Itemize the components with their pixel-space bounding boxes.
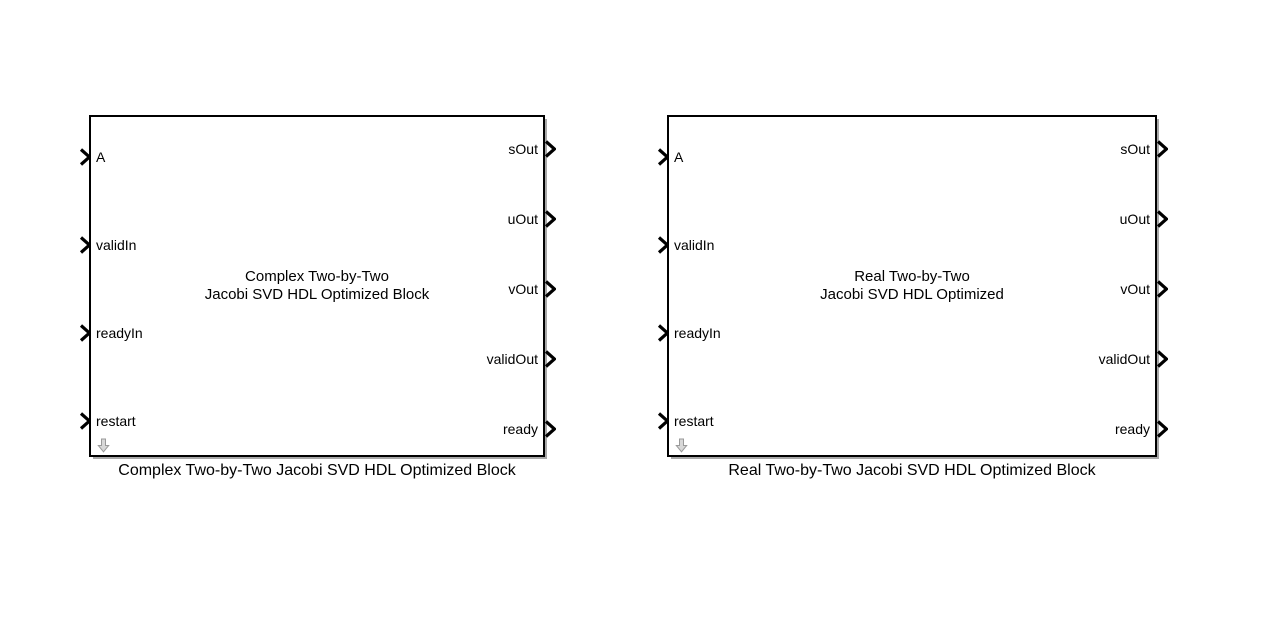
output-port-icon-sOut[interactable] — [544, 139, 557, 159]
input-port-icon-A[interactable] — [79, 147, 92, 167]
output-port-label-vOut: vOut — [508, 281, 538, 297]
down-arrow-icon[interactable] — [675, 438, 688, 453]
input-port-label-A: A — [96, 149, 106, 165]
input-port-label-readyIn: readyIn — [96, 325, 143, 341]
input-port-label-A: A — [674, 149, 684, 165]
output-port-label-ready: ready — [502, 421, 538, 437]
output-port-icon-uOut[interactable] — [1156, 209, 1169, 229]
input-port-icon-validIn[interactable] — [79, 235, 92, 255]
output-port-label-ready: ready — [1114, 421, 1150, 437]
block-title: Complex Two-by-Two Jacobi SVD HDL Optimi… — [91, 268, 543, 304]
input-port-label-restart: restart — [674, 413, 714, 429]
output-port-icon-uOut[interactable] — [544, 209, 557, 229]
output-port-icon-ready[interactable] — [544, 419, 557, 439]
input-port-icon-restart[interactable] — [79, 411, 92, 431]
block-real-jacobi-svd[interactable]: A validIn readyIn restart sOut uOut vOut… — [657, 115, 1169, 457]
input-port-icon-readyIn[interactable] — [657, 323, 670, 343]
block-title-line1: Complex Two-by-Two — [245, 268, 389, 285]
output-port-icon-validOut[interactable] — [544, 349, 557, 369]
block-title-line2: Jacobi SVD HDL Optimized — [820, 286, 1004, 303]
output-port-label-sOut: sOut — [508, 141, 538, 157]
input-port-label-restart: restart — [96, 413, 136, 429]
output-port-label-validOut: validOut — [1098, 351, 1150, 367]
input-port-icon-validIn[interactable] — [657, 235, 670, 255]
output-port-icon-vOut[interactable] — [544, 279, 557, 299]
output-port-label-uOut: uOut — [507, 211, 538, 227]
output-port-label-validOut: validOut — [486, 351, 538, 367]
output-port-icon-ready[interactable] — [1156, 419, 1169, 439]
output-port-icon-validOut[interactable] — [1156, 349, 1169, 369]
input-port-label-validIn: validIn — [96, 237, 137, 253]
input-port-icon-A[interactable] — [657, 147, 670, 167]
output-port-icon-vOut[interactable] — [1156, 279, 1169, 299]
input-port-icon-restart[interactable] — [657, 411, 670, 431]
block-title-line2: Jacobi SVD HDL Optimized Block — [204, 286, 430, 303]
block-title-line1: Real Two-by-Two — [854, 268, 970, 285]
down-arrow-icon[interactable] — [97, 438, 110, 453]
block-name-caption-real[interactable]: Real Two-by-Two Jacobi SVD HDL Optimized… — [728, 462, 1096, 479]
output-port-label-vOut: vOut — [1120, 281, 1150, 297]
output-port-icon-sOut[interactable] — [1156, 139, 1169, 159]
block-title: Real Two-by-Two Jacobi SVD HDL Optimized — [669, 268, 1155, 304]
block-complex-jacobi-svd[interactable]: A validIn readyIn restart sOut uOut vOut… — [79, 115, 557, 457]
input-port-label-validIn: validIn — [674, 237, 715, 253]
output-port-label-sOut: sOut — [1120, 141, 1150, 157]
output-port-label-uOut: uOut — [1119, 211, 1150, 227]
input-port-label-readyIn: readyIn — [674, 325, 721, 341]
input-port-icon-readyIn[interactable] — [79, 323, 92, 343]
block-name-caption-complex[interactable]: Complex Two-by-Two Jacobi SVD HDL Optimi… — [118, 462, 516, 479]
